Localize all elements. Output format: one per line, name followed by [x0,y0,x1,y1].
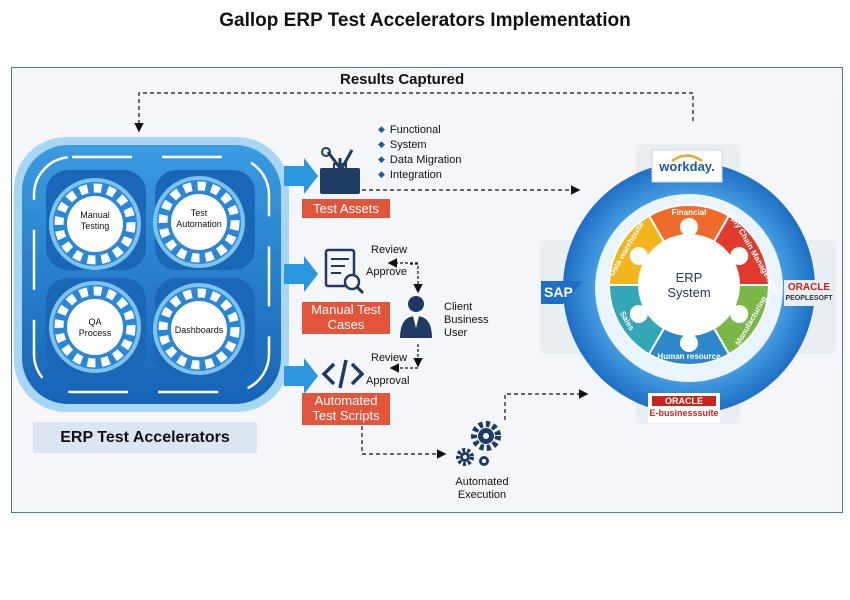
bullet-item: Functional [378,123,461,138]
document-search-icon [324,248,365,295]
execution-to-erp-arrow [504,389,589,420]
tile-label-dashboards: Dashboards [174,325,224,335]
erp-test-accelerators-label: ERP Test Accelerators [33,422,257,453]
bullet-item: Data Migration [378,153,462,168]
toolbox-icon [320,147,360,194]
page-title: Gallop ERP Test Accelerators Implementat… [219,10,631,31]
approve-label: Approve [366,266,407,278]
bullet-item: Integration [378,168,461,183]
asset-types-list: Functional System Data Migration Integra… [378,123,462,183]
review-label-2: Review [371,352,408,364]
erp-segment-icon [680,218,698,236]
results-captured-label: Results Captured [340,71,465,88]
tile-test-automation [153,170,255,270]
user-icon [400,296,432,338]
sap-logo-text: SAP [544,284,573,300]
oracle-ebs-logo [648,393,720,423]
erp-segment-icon [730,305,749,323]
sap-logo [541,281,583,304]
erp-segment-label: Human resource [657,352,721,361]
erp-segment-icon [629,305,648,323]
workday-logo-text: workday. [659,159,715,174]
gears-icon [456,421,501,466]
results-captured-arrow [134,92,694,133]
workday-logo [651,149,723,183]
erp-segment-icon [680,334,698,352]
tile-qa-process [46,278,146,378]
arrow-to-test-scripts [284,358,318,394]
erp-segment-label: Financial [672,208,707,217]
approve-arrow [410,263,423,294]
erp-segment-icon [730,247,749,265]
arrow-to-manual-cases [284,256,318,292]
review-label-1: Review [371,244,408,256]
code-icon [321,359,365,389]
accelerator-block [14,137,289,412]
tile-dashboards [153,278,255,378]
oracle-peoplesoft-text: ORACLE PEOPLESOFT [785,282,833,302]
test-assets-label: Test Assets [302,199,390,218]
erp-segment-icon [629,247,648,265]
tile-manual-testing [46,170,146,270]
oracle-ebs-text: ORACLE E-businesssuite [649,396,719,418]
approval-label: Approval [366,375,410,387]
arrow-to-test-assets [284,158,318,194]
oracle-peoplesoft-logo [784,280,836,306]
scripts-to-execution-arrow [361,426,447,459]
bullet-item: System [378,138,461,153]
